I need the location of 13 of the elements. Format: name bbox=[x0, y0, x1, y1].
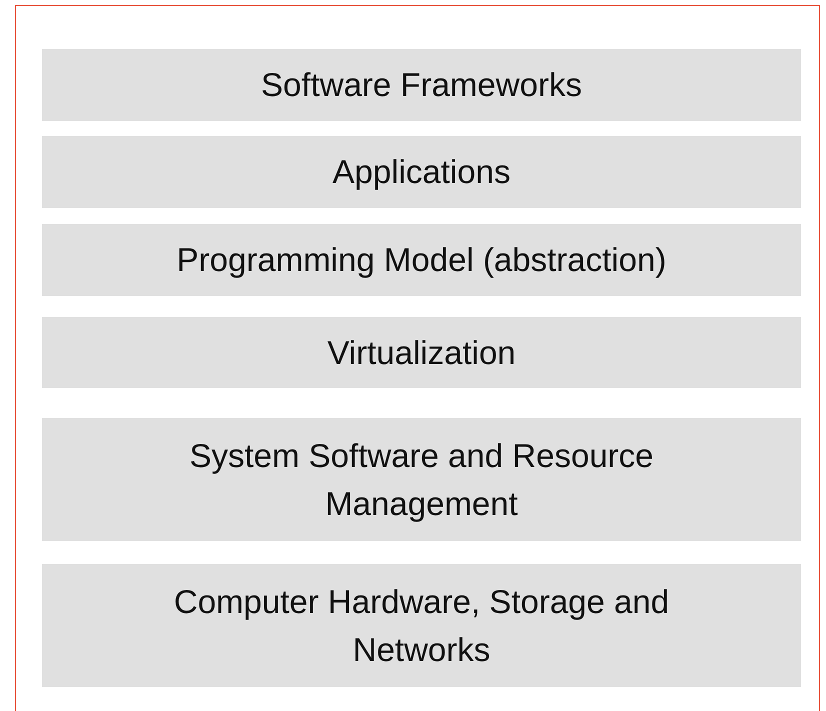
layer-band bbox=[42, 564, 801, 687]
layer-band bbox=[42, 224, 801, 296]
layer-label: Software Frameworks bbox=[260, 65, 583, 106]
layer-band bbox=[42, 418, 801, 541]
layer-label: Computer Hardware, Storage and Networks bbox=[172, 582, 670, 670]
layer-label: Virtualization bbox=[326, 332, 517, 373]
layer-label: Applications bbox=[332, 152, 512, 192]
layer-label: System Software and Resource Management bbox=[188, 436, 655, 524]
layer-label: Programming Model (abstraction) bbox=[176, 240, 668, 280]
layer-band bbox=[42, 317, 801, 388]
outer-frame bbox=[15, 5, 820, 711]
layer-band bbox=[42, 49, 801, 121]
layer-band bbox=[42, 136, 801, 208]
